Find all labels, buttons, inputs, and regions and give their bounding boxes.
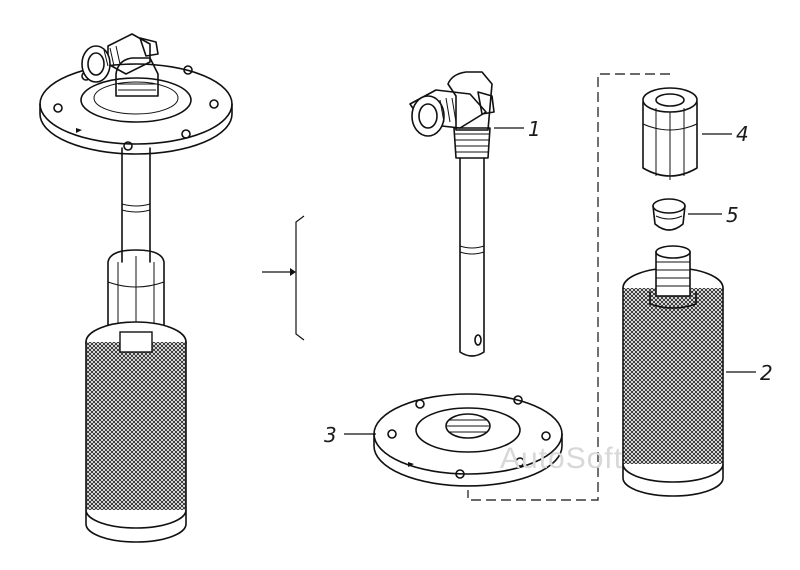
part-5-sleeve (652, 198, 686, 231)
callout-2: 2 (760, 361, 773, 385)
watermark: AutoSoft (500, 442, 623, 475)
assembled-tube (121, 147, 151, 263)
part-1-elbow-tube (409, 71, 495, 357)
group-bracket-right (467, 73, 670, 501)
assembled-elbow-fitting (81, 33, 159, 97)
callout-4: 4 (736, 122, 749, 146)
callout-1: 1 (528, 117, 541, 141)
part-2-filter-element (622, 245, 724, 497)
leader-lines (344, 127, 756, 435)
group-bracket-left (262, 215, 305, 341)
callout-3: 3 (324, 423, 337, 447)
part-3-flange (373, 393, 563, 487)
part-4-union-nut (642, 87, 698, 180)
assembled-flange (39, 63, 233, 155)
callout-5: 5 (726, 203, 739, 227)
assembled-filter-unit (39, 33, 233, 543)
assembled-filter-element (85, 321, 187, 543)
